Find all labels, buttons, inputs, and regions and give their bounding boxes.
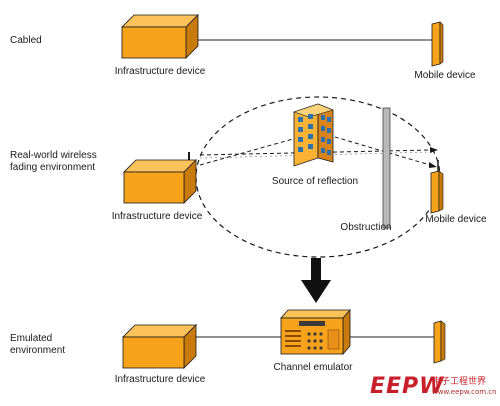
label-infrastructure-device-top: Infrastructure device — [114, 66, 206, 77]
row-label-cabled: Cabled — [10, 35, 42, 46]
label-infrastructure-device-bottom: Infrastructure device — [114, 374, 206, 385]
label-source-of-reflection: Source of reflection — [271, 176, 359, 187]
infrastructure-device-top — [121, 14, 199, 59]
obstruction-wall — [382, 107, 391, 229]
label-mobile-device-top: Mobile device — [414, 70, 476, 81]
row-label-emulated-line2: environment — [10, 345, 66, 356]
mobile-device-bottom — [433, 320, 446, 364]
signal-path-direct-arrowhead — [430, 147, 438, 153]
row-label-emulated-line1: Emulated — [10, 333, 53, 344]
infrastructure-device-mid — [123, 152, 197, 204]
channel-emulator-device — [280, 308, 351, 356]
label-channel-emulator: Channel emulator — [273, 362, 353, 373]
reflection-building-icon — [293, 103, 334, 167]
row-label-realworld-line1: Real-world wireless — [10, 150, 97, 161]
mobile-device-mid — [430, 160, 444, 214]
label-obstruction: Obstruction — [340, 222, 392, 233]
label-mobile-device-mid: Mobile device — [425, 214, 487, 225]
emulation-down-arrow — [301, 258, 331, 303]
infrastructure-device-bottom — [122, 324, 197, 369]
mobile-device-top — [431, 21, 444, 67]
signal-path-reflected-arrowhead — [429, 162, 437, 168]
row-label-realworld-line2: fading environment — [10, 162, 96, 173]
label-infrastructure-device-mid: Infrastructure device — [111, 211, 203, 222]
